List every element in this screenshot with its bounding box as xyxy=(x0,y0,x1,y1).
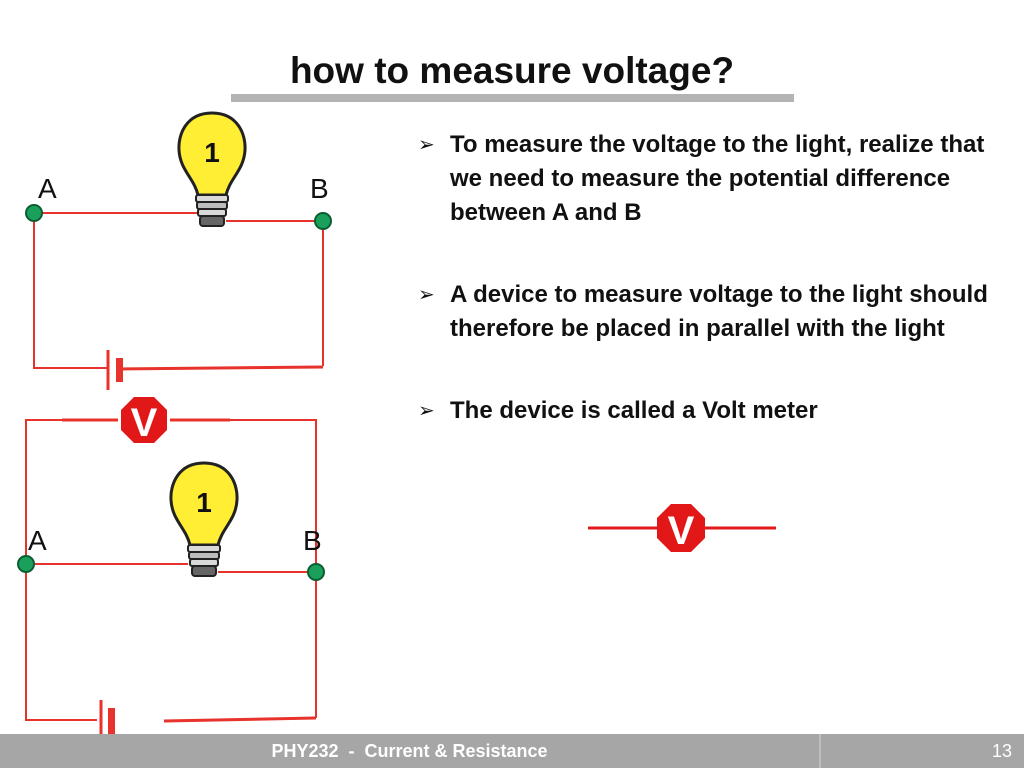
bullet-item: ➢ To measure the voltage to the light, r… xyxy=(418,128,998,230)
top-node-b-dot xyxy=(314,212,332,230)
bullet-text: The device is called a Volt meter xyxy=(450,397,818,424)
bullet-text: A device to measure voltage to the light… xyxy=(450,281,988,342)
top-circuit-wire xyxy=(226,220,324,366)
top-bulb-icon xyxy=(177,111,247,227)
slide-footer: PHY232 - Current & Resistance 13 xyxy=(0,734,1024,768)
footer-divider xyxy=(819,734,821,768)
bottom-node-b-label: B xyxy=(303,525,322,556)
circuit-diagrams: 1 A B V 1 A B xyxy=(17,111,776,734)
footer-course-title: PHY232 - Current & Resistance xyxy=(271,741,548,761)
bottom-bulb-icon xyxy=(169,461,239,577)
top-circuit-wire xyxy=(33,213,107,369)
bottom-battery-icon xyxy=(108,708,115,734)
slide-title: how to measure voltage? xyxy=(289,50,735,91)
bottom-circuit-wire xyxy=(25,419,97,721)
voltmeter-icon xyxy=(657,504,705,552)
bottom-voltmeter-label: V xyxy=(131,401,158,445)
top-circuit: 1 A B xyxy=(25,111,332,390)
bullet-text: To measure the voltage to the light, rea… xyxy=(450,131,985,226)
bullet-arrow-icon: ➢ xyxy=(418,284,435,306)
bottom-node-b-dot xyxy=(307,563,325,581)
bullet-item: ➢ A device to measure voltage to the lig… xyxy=(418,278,998,346)
bottom-circuit-wire xyxy=(230,419,317,718)
bottom-bulb-number: 1 xyxy=(196,487,212,518)
bullet-item: ➢ The device is called a Volt meter xyxy=(418,394,998,428)
bullet-arrow-icon: ➢ xyxy=(418,400,435,422)
top-bulb-number: 1 xyxy=(204,137,220,168)
top-circuit-wire xyxy=(119,365,324,371)
bottom-voltmeter-icon xyxy=(121,397,167,443)
bottom-circuit-wire xyxy=(163,716,317,723)
title-underline xyxy=(231,94,794,102)
bottom-node-a-label: A xyxy=(28,525,47,556)
bottom-circuit: V 1 A B xyxy=(17,397,325,734)
top-battery-icon xyxy=(116,358,123,382)
voltmeter-label: V xyxy=(668,509,695,553)
bullet-arrow-icon: ➢ xyxy=(418,134,435,156)
top-node-a-label: A xyxy=(38,173,57,204)
page-number: 13 xyxy=(991,741,1012,761)
voltmeter-symbol: V xyxy=(588,504,776,553)
bullet-list: ➢ To measure the voltage to the light, r… xyxy=(418,128,998,476)
bottom-node-a-dot xyxy=(17,555,35,573)
top-node-b-label: B xyxy=(310,173,329,204)
top-node-a-dot xyxy=(25,204,43,222)
